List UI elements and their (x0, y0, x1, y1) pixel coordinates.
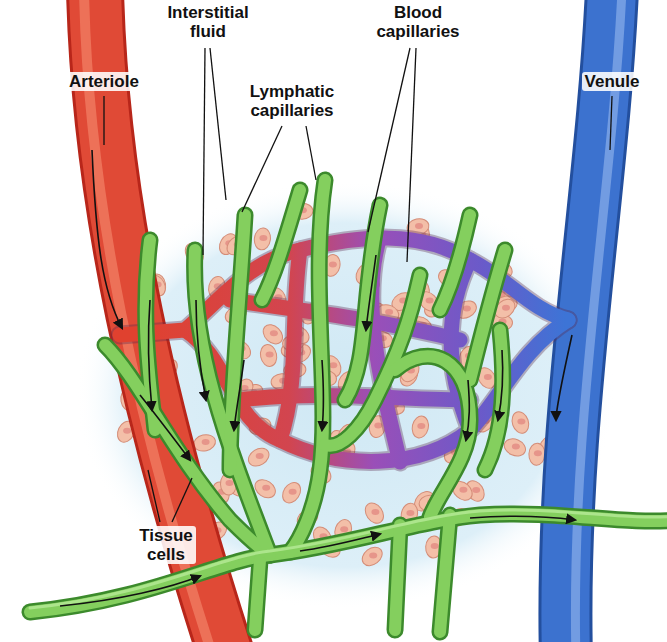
tissue-cell (410, 414, 431, 439)
tissue-cell (528, 443, 545, 466)
part-label: Arteriole (66, 72, 142, 91)
part-label: Blood capillaries (373, 3, 462, 41)
tissue-cell (253, 227, 272, 251)
flow-arrows (60, 150, 575, 606)
part-label: Tissue cells (136, 526, 196, 564)
leader-lines (104, 48, 612, 522)
tissue-cell (279, 479, 304, 506)
part-label: Venule (582, 72, 643, 91)
part-label: Interstitial fluid (164, 3, 251, 41)
tissue-cell (362, 500, 388, 527)
tissue-cell (258, 343, 278, 368)
part-label: Lymphatic capillaries (247, 82, 337, 120)
tissue-cell (359, 543, 386, 569)
tissue-cell (509, 410, 531, 436)
lymphatic-capillaries (30, 180, 667, 632)
tissue-cell (502, 436, 529, 459)
tissue-cell (245, 444, 272, 469)
